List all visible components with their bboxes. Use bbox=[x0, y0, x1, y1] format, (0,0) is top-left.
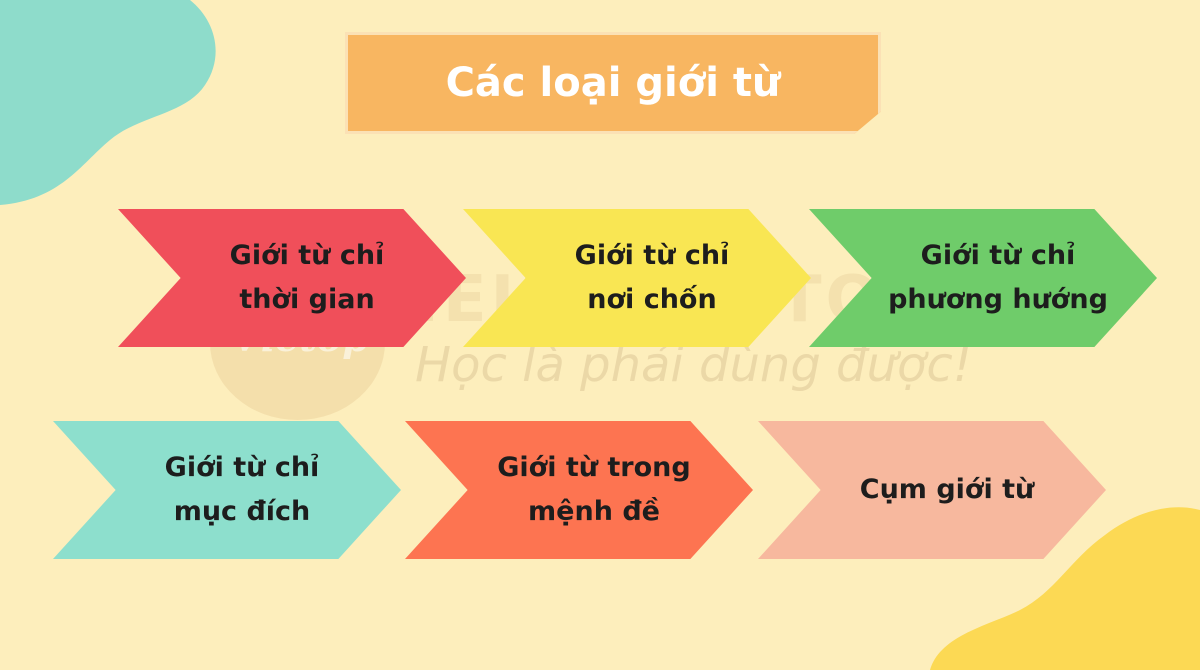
title-box: Các loại giới từ bbox=[345, 32, 881, 134]
yellow-blob-shape bbox=[930, 507, 1200, 670]
arrow-phrase: Cụm giới từ bbox=[758, 421, 1106, 559]
teal-blob-shape bbox=[0, 0, 216, 205]
yellow-corner-blob bbox=[930, 507, 1200, 670]
arrow-phrase-label: Cụm giới từ bbox=[859, 474, 1035, 505]
title-text: Các loại giới từ bbox=[445, 60, 781, 106]
teal-corner-blob bbox=[0, 0, 216, 205]
